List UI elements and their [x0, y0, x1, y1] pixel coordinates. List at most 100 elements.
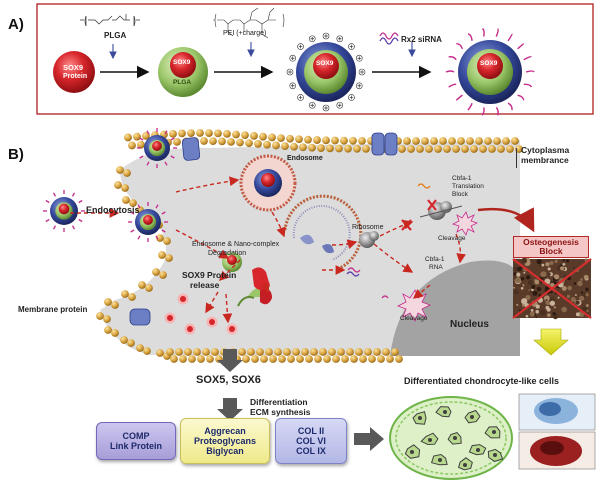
membrane-bead	[286, 134, 294, 143]
sox9-dot	[167, 315, 173, 321]
membrane-bead	[178, 129, 186, 138]
membrane-bead	[461, 145, 469, 153]
gray-arrow-right	[354, 427, 384, 451]
osteo-speck	[565, 259, 570, 263]
plus-charge-sign	[360, 70, 364, 74]
membrane-bead	[197, 355, 205, 363]
osteo-speck	[552, 312, 556, 316]
nucleus	[390, 260, 520, 356]
ribosome-label: Ribosome	[352, 224, 384, 231]
membrane-bead	[227, 137, 235, 146]
membrane-bead	[242, 355, 250, 363]
osteogenesis-image	[512, 256, 592, 320]
membrane-bead	[241, 131, 249, 140]
membrane-bead	[358, 136, 366, 145]
particle-tail	[137, 235, 141, 240]
degrading-endosome	[283, 194, 363, 270]
membrane-bead	[319, 348, 327, 356]
membrane-bead	[104, 326, 112, 334]
sox9-dot	[187, 326, 193, 332]
sirna-tail	[523, 83, 533, 88]
membrane-bead	[165, 254, 173, 262]
membrane-bead	[156, 234, 164, 242]
gray-arrow-1	[217, 349, 243, 372]
particle-tail	[139, 155, 144, 159]
osteo-speck	[539, 309, 546, 316]
membrane-bead	[143, 347, 151, 355]
membrane-bead	[206, 355, 214, 363]
yellow-down-arrow	[533, 328, 569, 356]
box-comp-line1: COMP	[122, 431, 150, 441]
membrane-bead	[305, 355, 313, 363]
endosome-label: Endosome	[287, 155, 323, 162]
membrane-bead	[116, 166, 124, 174]
membrane-bead	[138, 281, 146, 289]
osteo-speck	[585, 287, 589, 292]
membrane-bead	[313, 136, 321, 144]
ribosome-icon	[359, 231, 379, 248]
membrane-bead	[506, 145, 514, 153]
sirna-tail	[523, 56, 532, 61]
chondrocyte-nucleus	[493, 453, 497, 457]
cytoplasma-label-2: membrance	[521, 155, 569, 165]
membrane-bead	[448, 137, 456, 145]
membrane-bead	[193, 348, 201, 356]
membrane-bead	[187, 129, 195, 138]
membrane-bead	[281, 142, 289, 151]
differentiation-label: Differentiation	[250, 397, 308, 407]
osteo-speck	[522, 303, 525, 307]
sirna-tail	[467, 33, 473, 41]
sirna-tail	[482, 28, 485, 37]
chondrocyte-nucleus	[428, 438, 432, 442]
box-aggrecan-line2: Proteoglycans	[193, 436, 257, 446]
particle-core	[58, 203, 70, 215]
osteo-speck	[561, 306, 567, 313]
membrane-bead	[362, 144, 370, 153]
membrane-bead	[129, 199, 137, 207]
plus-charge-sign	[324, 106, 328, 110]
membrane-bead	[443, 145, 451, 153]
osteo-speck	[516, 303, 519, 306]
membrane-bead	[434, 145, 442, 153]
box-collagen-line3: COL IX	[296, 446, 326, 456]
sirna-tail	[525, 70, 535, 73]
osteo-speck	[585, 293, 589, 297]
membrane-bead	[128, 141, 136, 150]
osteo-speck	[570, 296, 576, 303]
membrane-bead	[484, 137, 492, 145]
histology-blue	[518, 393, 596, 431]
membrane-bead	[493, 137, 501, 145]
membrane-bead	[137, 140, 145, 149]
membrane-protein-label: Membrane protein	[18, 305, 88, 314]
osteo-speck	[513, 272, 517, 276]
membrane-bead	[218, 137, 226, 146]
membrane-bead	[386, 355, 394, 363]
membrane-bead	[111, 329, 119, 337]
final-sirna-tails	[445, 28, 535, 116]
final-core-label: SOX9	[480, 60, 498, 67]
membrane-bead	[382, 348, 390, 356]
membrane-bead	[287, 355, 295, 363]
sox5-sox6-label: SOX5, SOX6	[196, 374, 261, 386]
membrane-bead	[256, 348, 264, 356]
membrane-bead	[332, 355, 340, 363]
plga-structure	[80, 14, 140, 27]
sirna-fragments	[346, 183, 431, 299]
membrane-bead	[158, 251, 166, 259]
membrane-bead	[169, 129, 177, 138]
sirna-tail	[495, 28, 499, 37]
membrane-bead	[331, 136, 339, 145]
membrane-bead	[184, 348, 192, 356]
plus-charge-sign	[357, 56, 362, 61]
membrane-bead	[479, 145, 487, 153]
cleavage-starburst-1	[451, 211, 479, 236]
osteo-speck	[560, 266, 565, 271]
cbfa-block-label-3: Block	[452, 191, 468, 198]
osteo-speck	[530, 291, 533, 294]
osteo-speck	[529, 311, 535, 317]
chondrocyte-dish	[389, 396, 513, 480]
sox9-dot	[229, 326, 235, 332]
chondrocyte-nucleus	[492, 430, 496, 434]
membrane-bead	[488, 145, 496, 153]
membrane-bead	[364, 348, 372, 356]
